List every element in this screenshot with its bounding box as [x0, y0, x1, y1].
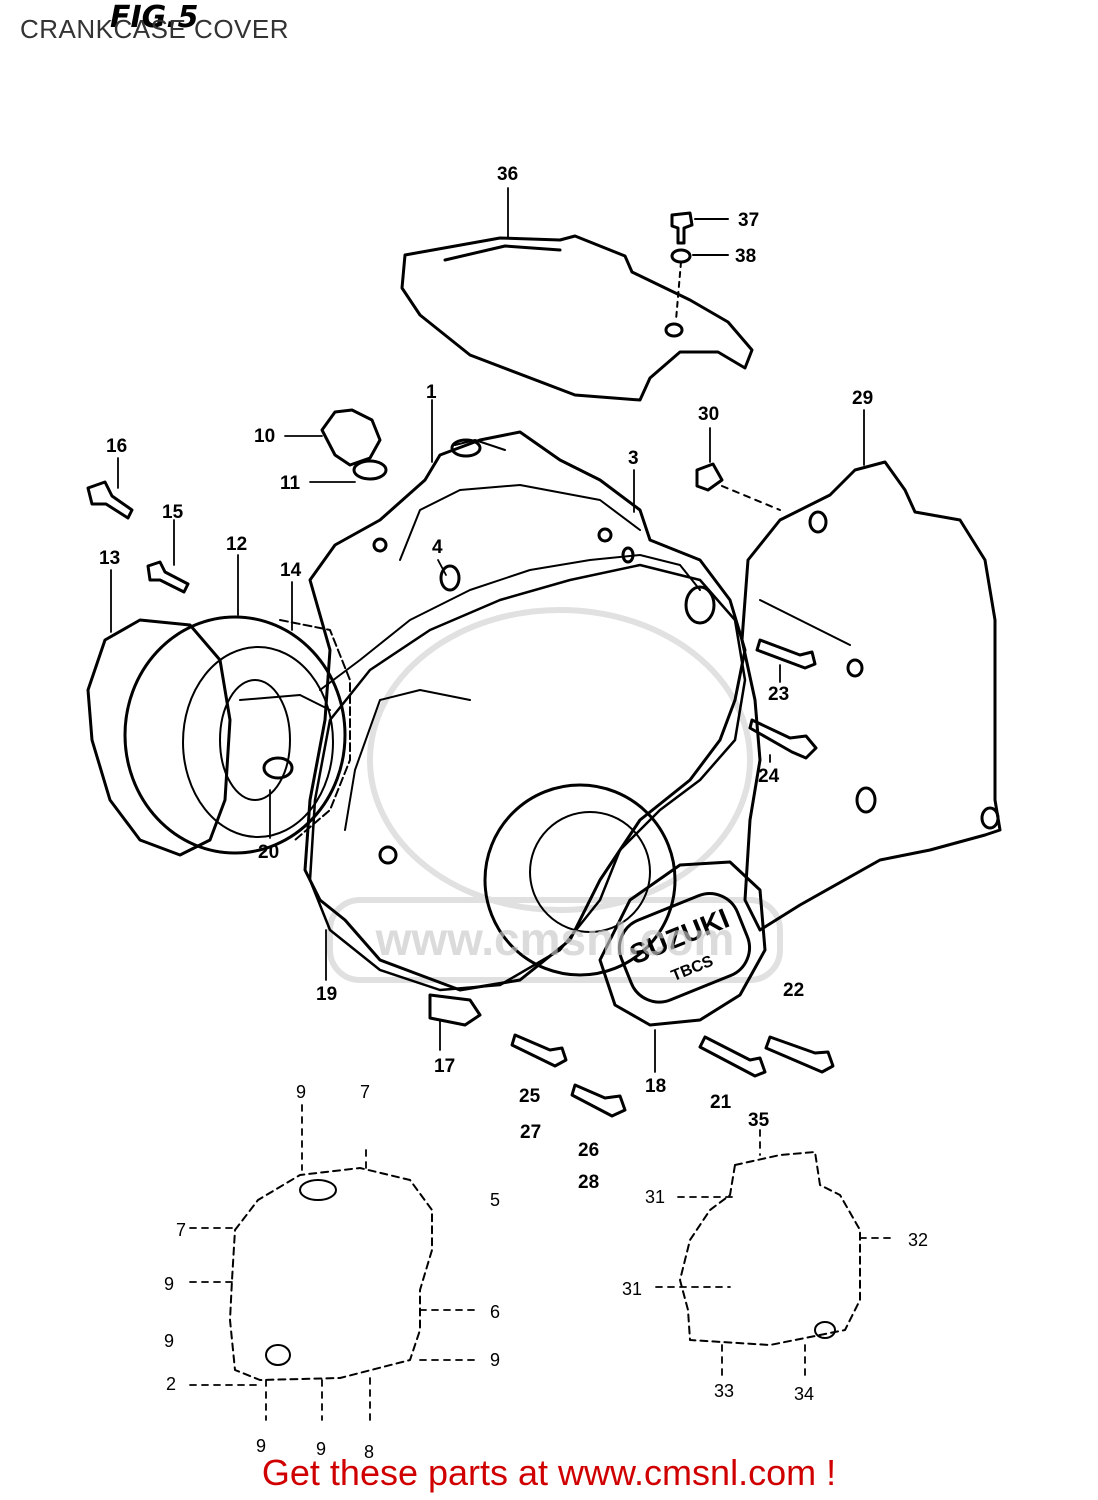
callout-35: 35	[748, 1110, 770, 1131]
part-36-cover-plate	[400, 234, 754, 402]
part-23-bolt	[755, 638, 817, 670]
callout-16: 16	[106, 436, 127, 457]
callout-33: 33	[714, 1381, 734, 1401]
callout-4: 4	[432, 537, 443, 558]
part-17-drain-plug	[428, 993, 482, 1027]
part-5-clutch-cover-dashed	[229, 1167, 433, 1381]
callout-9-left-b: 9	[164, 1331, 174, 1351]
callout-23: 23	[768, 684, 789, 705]
part-14-gasket	[279, 619, 351, 841]
callout-9-bottom-a: 9	[256, 1436, 266, 1456]
callout-6: 6	[490, 1302, 500, 1322]
callout-18: 18	[645, 1076, 666, 1097]
page-title: CRANKCASE COVER	[20, 14, 289, 44]
callout-9-bottom-b: 9	[316, 1439, 326, 1459]
callout-37: 37	[738, 210, 759, 231]
callout-2: 2	[166, 1374, 176, 1394]
callout-5: 5	[490, 1190, 500, 1210]
part-25-bolt	[510, 1033, 568, 1068]
watermark-text: www.cmsnl.com	[375, 913, 735, 965]
callout-8: 8	[364, 1442, 374, 1462]
part-36-hole	[664, 322, 684, 338]
callout-26: 26	[578, 1140, 599, 1161]
part-3-gasket	[319, 554, 701, 691]
part-19-clutch-cover	[308, 563, 747, 992]
part-12-magneto-cover	[123, 615, 347, 855]
callout-27: 27	[520, 1122, 541, 1143]
part-24-bolt	[748, 718, 818, 760]
part-11-o-ring	[352, 459, 388, 481]
part-18-emblem-cover	[598, 860, 767, 1027]
callout-9-top: 9	[296, 1082, 306, 1102]
part-30-dowel	[695, 462, 724, 492]
callout-28: 28	[578, 1172, 599, 1193]
callout-17: 17	[434, 1056, 455, 1077]
callout-32: 32	[908, 1230, 928, 1250]
callout-24: 24	[758, 766, 780, 787]
callout-29: 29	[852, 388, 873, 409]
callout-22: 22	[783, 980, 804, 1001]
part-16-bolt	[86, 480, 134, 520]
callout-14: 14	[280, 560, 302, 581]
part-26-bolt	[570, 1083, 627, 1118]
callout-3: 3	[628, 448, 639, 469]
part-22-bolt	[764, 1035, 835, 1074]
suzuki-emblem-plate	[617, 892, 751, 1004]
callout-10: 10	[254, 426, 275, 447]
callout-9-left-a: 9	[164, 1274, 174, 1294]
callout-31-bottom: 31	[622, 1279, 642, 1299]
part-38-washer	[670, 248, 692, 264]
callout-1: 1	[426, 382, 437, 403]
callout-15: 15	[162, 502, 184, 523]
figure-label: FIG.5	[110, 0, 199, 35]
callout-30: 30	[698, 404, 719, 425]
callout-36: 36	[497, 164, 518, 185]
part-13-outer-cover	[86, 618, 232, 857]
callout-12: 12	[226, 534, 247, 555]
callout-21: 21	[710, 1092, 732, 1113]
part-33-cover-dashed	[679, 1151, 861, 1346]
callout-7-left: 7	[176, 1220, 186, 1240]
callout-7-top: 7	[360, 1082, 370, 1102]
callout-34: 34	[794, 1384, 814, 1404]
callout-19: 19	[316, 984, 337, 1005]
callout-20: 20	[258, 842, 279, 863]
part-4-dowel	[439, 564, 461, 592]
watermark-logo	[327, 607, 783, 983]
callout-25: 25	[519, 1086, 541, 1107]
callout-9-right: 9	[490, 1350, 500, 1370]
part-15-bolt	[146, 560, 190, 594]
callout-13: 13	[99, 548, 120, 569]
part-10-filler-cap	[320, 408, 382, 467]
cmsnl-link[interactable]: Get these parts at www.cmsnl.com !	[261, 1452, 837, 1493]
callout-11: 11	[280, 473, 301, 494]
part-37-bolt	[670, 211, 694, 245]
part-21-bolt	[698, 1035, 767, 1078]
part-1-crankcase-cover	[303, 430, 747, 992]
part-20-dowel	[262, 756, 294, 780]
part-29-right-cover	[740, 460, 1002, 932]
callout-38: 38	[735, 246, 756, 267]
callout-31-top: 31	[645, 1187, 665, 1207]
